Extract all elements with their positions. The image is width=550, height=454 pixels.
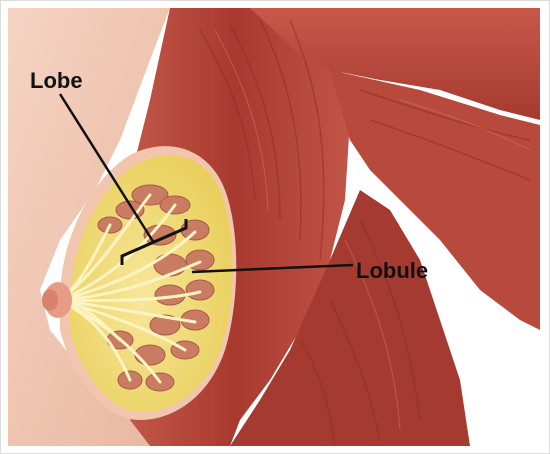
lobule-label: Lobule [356, 260, 428, 282]
lobe-label: Lobe [30, 70, 83, 92]
nipple [42, 289, 58, 311]
